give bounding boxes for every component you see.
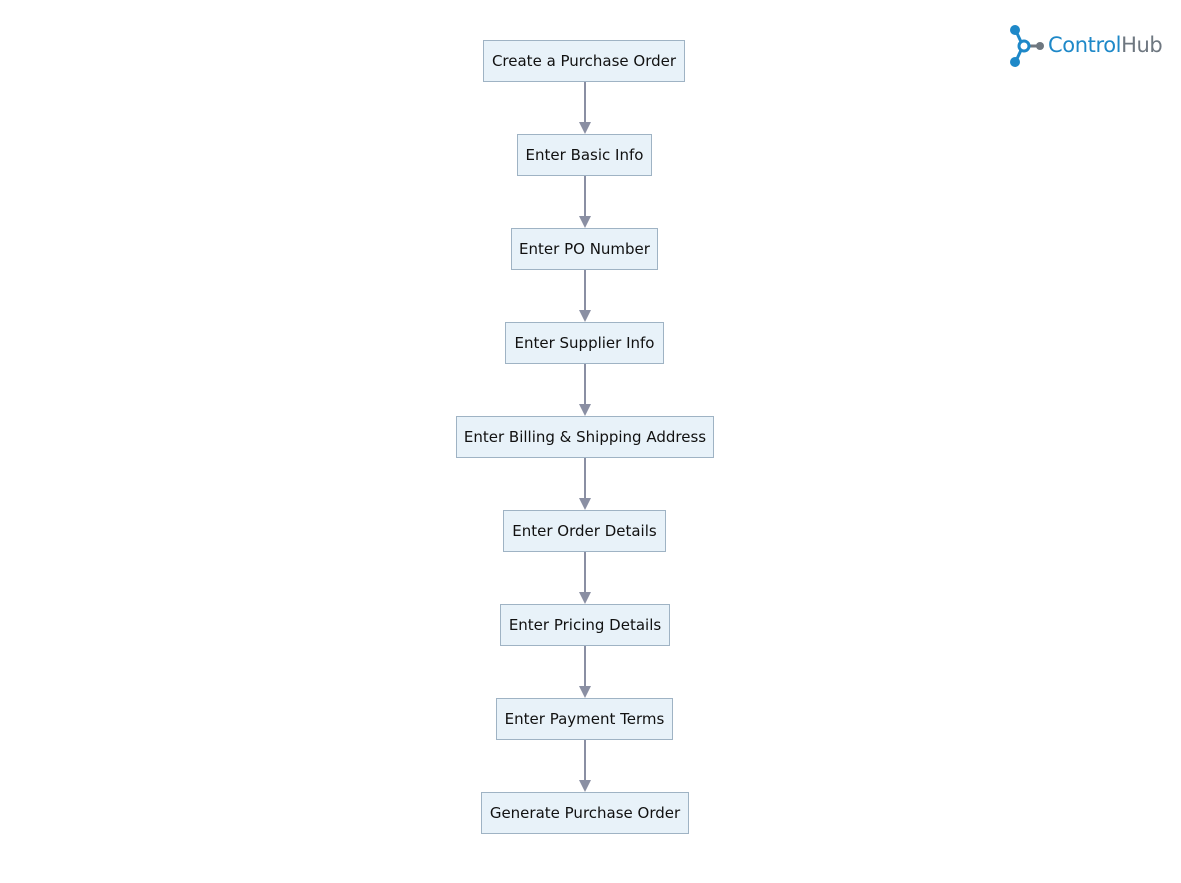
brand-name-part2: Hub	[1121, 33, 1163, 57]
network-node-icon	[1010, 25, 1044, 67]
flow-node-create-po: Create a Purchase Order	[483, 40, 685, 82]
flow-node-payment-terms: Enter Payment Terms	[496, 698, 673, 740]
flow-node-pricing-details: Enter Pricing Details	[500, 604, 670, 646]
flow-node-supplier-info: Enter Supplier Info	[505, 322, 664, 364]
flow-node-po-number: Enter PO Number	[511, 228, 658, 270]
brand-name-part1: Control	[1048, 33, 1122, 57]
flow-node-order-details: Enter Order Details	[503, 510, 666, 552]
controlhub-logo: ControlHub	[1008, 24, 1163, 68]
flow-node-billing-shipping: Enter Billing & Shipping Address	[456, 416, 714, 458]
brand-name: ControlHub	[1048, 33, 1163, 57]
flow-node-generate-po: Generate Purchase Order	[481, 792, 689, 834]
flow-node-basic-info: Enter Basic Info	[517, 134, 652, 176]
